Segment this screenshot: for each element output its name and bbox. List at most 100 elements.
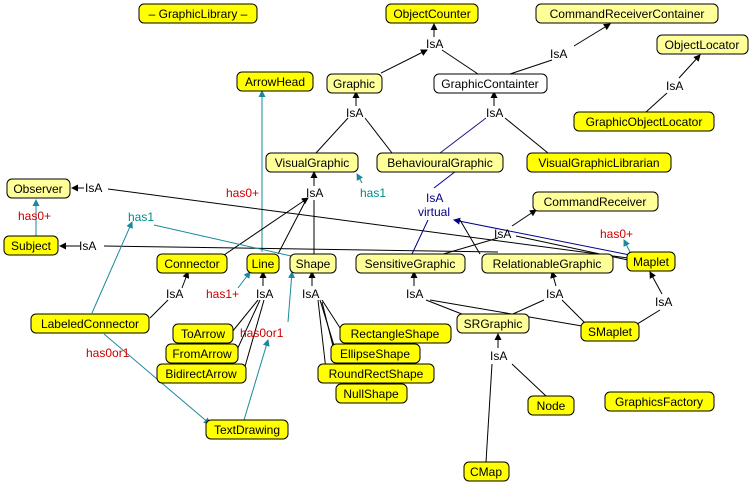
edge-isa-subject — [103, 245, 499, 253]
svg-text:VisualGraphicLibrarian: VisualGraphicLibrarian — [538, 156, 659, 170]
has1-label-bg: has1 — [360, 186, 386, 200]
edge-virtual-sg — [411, 219, 429, 255]
node-from-arrow[interactable]: FromArrow — [165, 343, 239, 364]
edge-isa-cr-sg — [439, 237, 499, 256]
isa-label-crc: IsA — [550, 47, 567, 61]
isa-label-line: IsA — [256, 287, 273, 301]
svg-text:Connector: Connector — [164, 257, 219, 271]
node-cmap[interactable]: CMap — [463, 461, 510, 482]
node-sensitive-graphic[interactable]: SensitiveGraphic — [355, 253, 466, 274]
node-command-receiver-container[interactable]: CommandReceiverContainer — [535, 3, 719, 24]
node-labeled-connector[interactable]: LabeledConnector — [30, 313, 150, 334]
node-ellipse-shape[interactable]: EllipseShape — [330, 343, 421, 364]
node-round-rect-shape[interactable]: RoundRectShape — [317, 363, 435, 384]
node-smaplet[interactable]: SMaplet — [580, 321, 640, 342]
edge-has1-bg — [356, 173, 363, 184]
edge-isa-vg-line — [277, 199, 307, 255]
has0plus-label-subject: has0+ — [18, 209, 51, 223]
edge-has1-labeledconnector — [91, 221, 133, 314]
isa-label-rg: IsA — [546, 287, 563, 301]
node-subject[interactable]: Subject — [3, 235, 59, 256]
svg-text:ObjectLocator: ObjectLocator — [665, 38, 740, 52]
node-object-locator[interactable]: ObjectLocator — [656, 34, 749, 55]
svg-text:RoundRectShape: RoundRectShape — [329, 367, 424, 381]
node-graphic[interactable]: Graphic — [326, 73, 383, 94]
node-arrow-head[interactable]: ArrowHead — [236, 71, 314, 92]
isa-label-sr: IsA — [490, 349, 507, 363]
edge-isa-crc-container — [509, 59, 553, 75]
node-object-counter[interactable]: ObjectCounter — [385, 3, 479, 24]
svg-text:CMap: CMap — [470, 465, 502, 479]
isa-label-cr: IsA — [494, 227, 511, 241]
svg-text:– GraphicLibrary –: – GraphicLibrary – — [149, 7, 248, 21]
has0or1-label-line: has0or1 — [240, 326, 284, 340]
node-node[interactable]: Node — [527, 395, 575, 416]
node-observer[interactable]: Observer — [6, 178, 71, 199]
svg-text:GraphicObjectLocator: GraphicObjectLocator — [586, 115, 703, 129]
isa-label-maplet: IsA — [655, 295, 672, 309]
svg-text:Node: Node — [537, 399, 566, 413]
node-graphic-containter[interactable]: GraphicContainter — [433, 73, 548, 94]
node-graphic-object-locator[interactable]: GraphicObjectLocator — [573, 111, 715, 132]
svg-text:GraphicContainter: GraphicContainter — [441, 77, 538, 91]
isa-label-graphic: IsA — [346, 106, 363, 120]
svg-text:SRGraphic: SRGraphic — [464, 317, 523, 331]
edge-isa-smaplet-maplet — [633, 309, 661, 327]
edge-has0plus-maplet — [623, 239, 631, 253]
node-rectangle-shape[interactable]: RectangleShape — [339, 323, 452, 344]
has1-label-shape: has1 — [128, 210, 154, 224]
isa-label-vg: IsA — [306, 186, 323, 200]
svg-text:LabeledConnector: LabeledConnector — [41, 317, 139, 331]
node-graphic-library[interactable]: – GraphicLibrary – — [138, 3, 258, 24]
edge-isa-labeled-up — [149, 299, 169, 319]
svg-text:RelationableGraphic: RelationableGraphic — [493, 257, 602, 271]
node-maplet[interactable]: Maplet — [626, 251, 676, 272]
relation-labels: IsA IsA IsA IsA IsA has0+ IsA has1 IsA I… — [18, 37, 683, 363]
node-bidirect-arrow[interactable]: BidirectArrow — [156, 363, 247, 384]
svg-text:Maplet: Maplet — [633, 255, 670, 269]
node-command-receiver[interactable]: CommandReceiver — [532, 191, 659, 212]
edge-isa-objectcounter-graphic — [380, 49, 428, 74]
edge-isa-labeled-connector — [181, 271, 190, 289]
isa-label-locator: IsA — [666, 79, 683, 93]
svg-text:NullShape: NullShape — [343, 387, 399, 401]
node-connector[interactable]: Connector — [156, 253, 228, 274]
svg-text:Graphic: Graphic — [333, 77, 375, 91]
edge-isa-cr-up — [511, 209, 537, 227]
svg-text:BidirectArrow: BidirectArrow — [165, 367, 237, 381]
edge-isa-observer — [107, 188, 629, 259]
node-shape[interactable]: Shape — [289, 253, 337, 274]
edge-isa-bidirect — [243, 299, 265, 371]
node-relationable-graphic[interactable]: RelationableGraphic — [481, 253, 614, 274]
svg-text:Shape: Shape — [296, 257, 331, 271]
edge-isa-smaplet-rg — [561, 299, 587, 325]
edge-isa-smaplet-sg — [429, 299, 583, 327]
svg-text:SensitiveGraphic: SensitiveGraphic — [365, 257, 456, 271]
node-visual-graphic-librarian[interactable]: VisualGraphicLibrarian — [526, 152, 672, 173]
node-null-shape[interactable]: NullShape — [335, 383, 408, 404]
edge-isa-rg-up — [550, 271, 558, 287]
edge-isa-toarrow — [231, 299, 259, 333]
virtual-label: virtual — [418, 205, 450, 219]
edge-has0or1-line-text — [243, 339, 270, 421]
edge-isa-crc-up — [573, 23, 611, 47]
has0or1-label-labeled: has0or1 — [86, 346, 130, 360]
edge-has1-shape — [153, 224, 301, 261]
edge-isa-graphic-vg — [315, 117, 349, 154]
node-graphics-factory[interactable]: GraphicsFactory — [604, 391, 715, 412]
node-to-arrow[interactable]: ToArrow — [172, 323, 234, 344]
node-line[interactable]: Line — [246, 253, 280, 274]
svg-text:Line: Line — [252, 257, 275, 271]
node-text-drawing[interactable]: TextDrawing — [205, 419, 289, 440]
svg-text:ToArrow: ToArrow — [181, 327, 225, 341]
node-sr-graphic[interactable]: SRGraphic — [456, 313, 530, 334]
svg-text:BehaviouralGraphic: BehaviouralGraphic — [387, 156, 492, 170]
svg-text:CommandReceiverContainer: CommandReceiverContainer — [550, 7, 705, 21]
svg-text:Observer: Observer — [13, 182, 62, 196]
node-visual-graphic[interactable]: VisualGraphic — [265, 152, 359, 173]
node-behavioural-graphic[interactable]: BehaviouralGraphic — [376, 152, 504, 173]
isa-label-virtual: IsA — [426, 191, 443, 205]
svg-text:Subject: Subject — [11, 239, 52, 253]
edges — [32, 23, 701, 463]
